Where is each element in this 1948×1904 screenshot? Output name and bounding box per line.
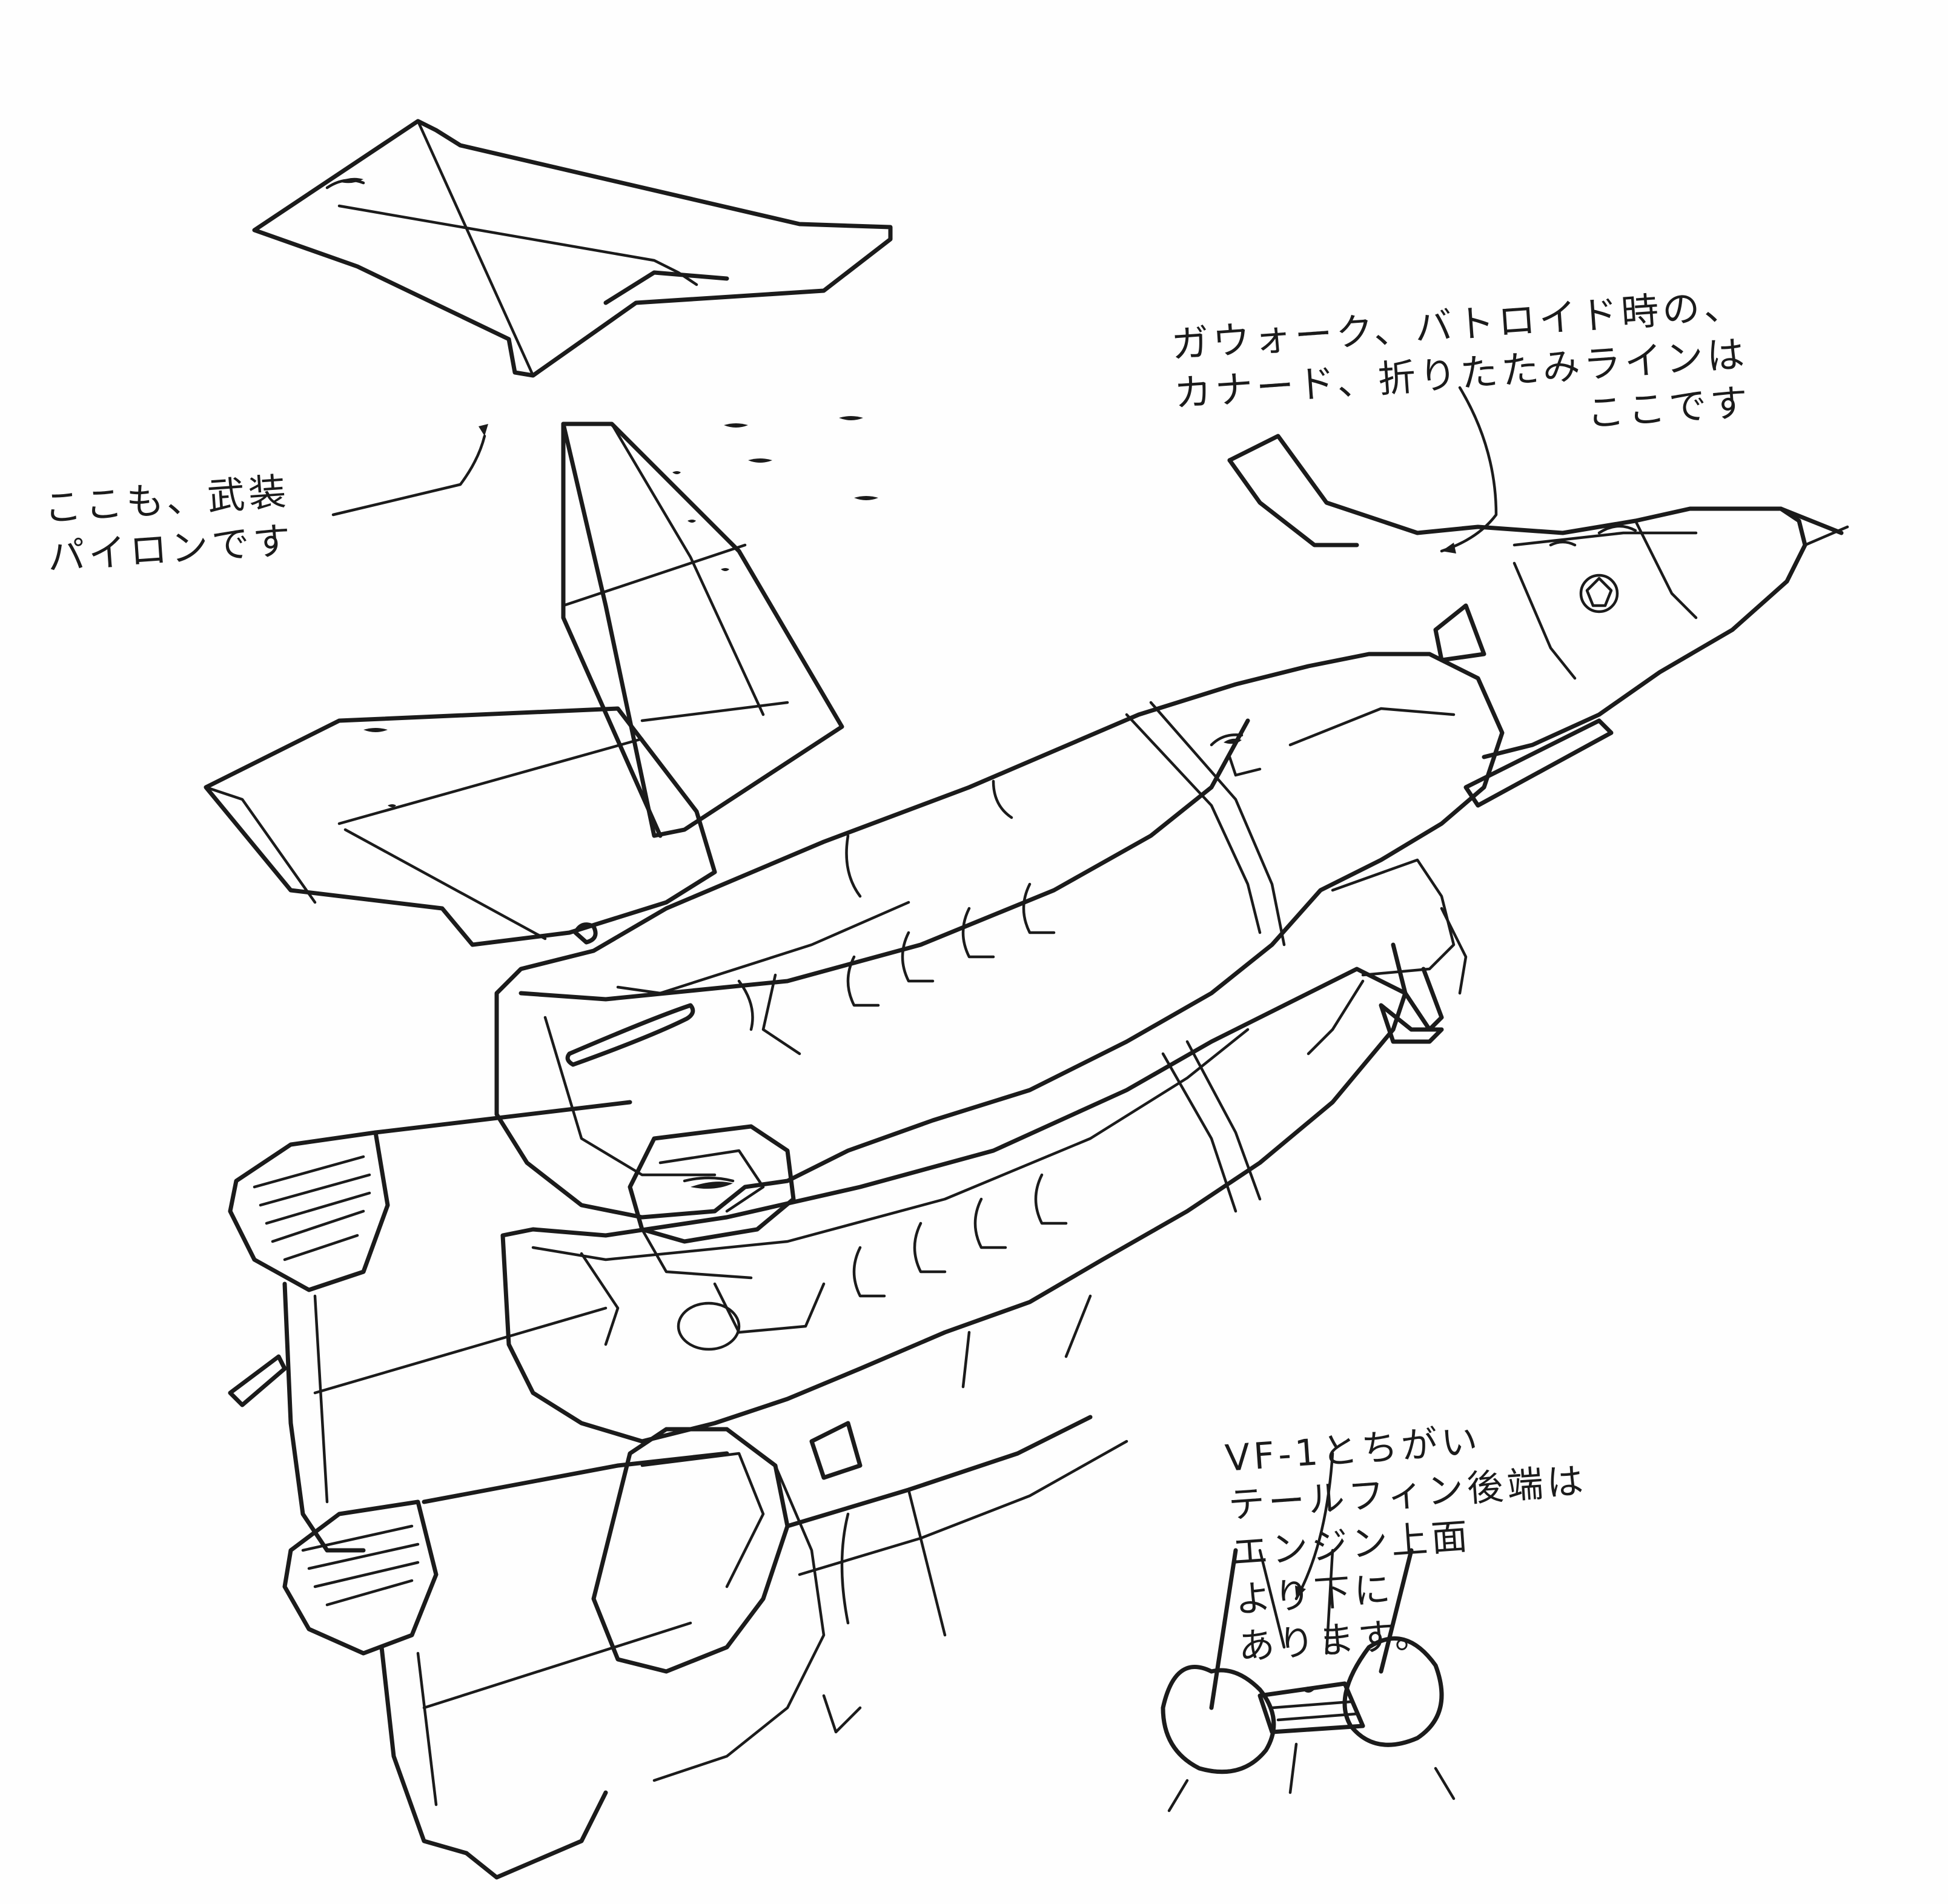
lower-stabilizer <box>204 706 717 947</box>
upper-exhaust-and-fin <box>228 1100 632 1553</box>
tailfin-note-line-4: より下に <box>1233 1568 1396 1622</box>
tail-fin-position-note: VF-1とちがい テールフィン後端は エンジン上面 より下に あります。 <box>1224 1410 1598 1671</box>
annotation-leaders <box>331 386 1498 1601</box>
upper-main-wing <box>561 416 878 838</box>
nose-and-canard <box>1227 434 1849 759</box>
intake-detail <box>580 1124 796 1346</box>
rear-view-thumbnail <box>1161 1548 1456 1813</box>
upper-tail-fin <box>252 119 893 378</box>
fuselage-spine <box>1307 718 1614 1056</box>
canard-note-line-3: ここです <box>1585 380 1753 436</box>
upper-engine-nacelle <box>494 652 1505 1220</box>
ventral-fin <box>1379 942 1444 1044</box>
lower-nacelle-tail <box>591 1415 1128 1782</box>
lower-exhaust-and-fin <box>282 1451 729 1880</box>
weapon-pylon-note: ここも、武装 パイロンです <box>42 468 296 582</box>
